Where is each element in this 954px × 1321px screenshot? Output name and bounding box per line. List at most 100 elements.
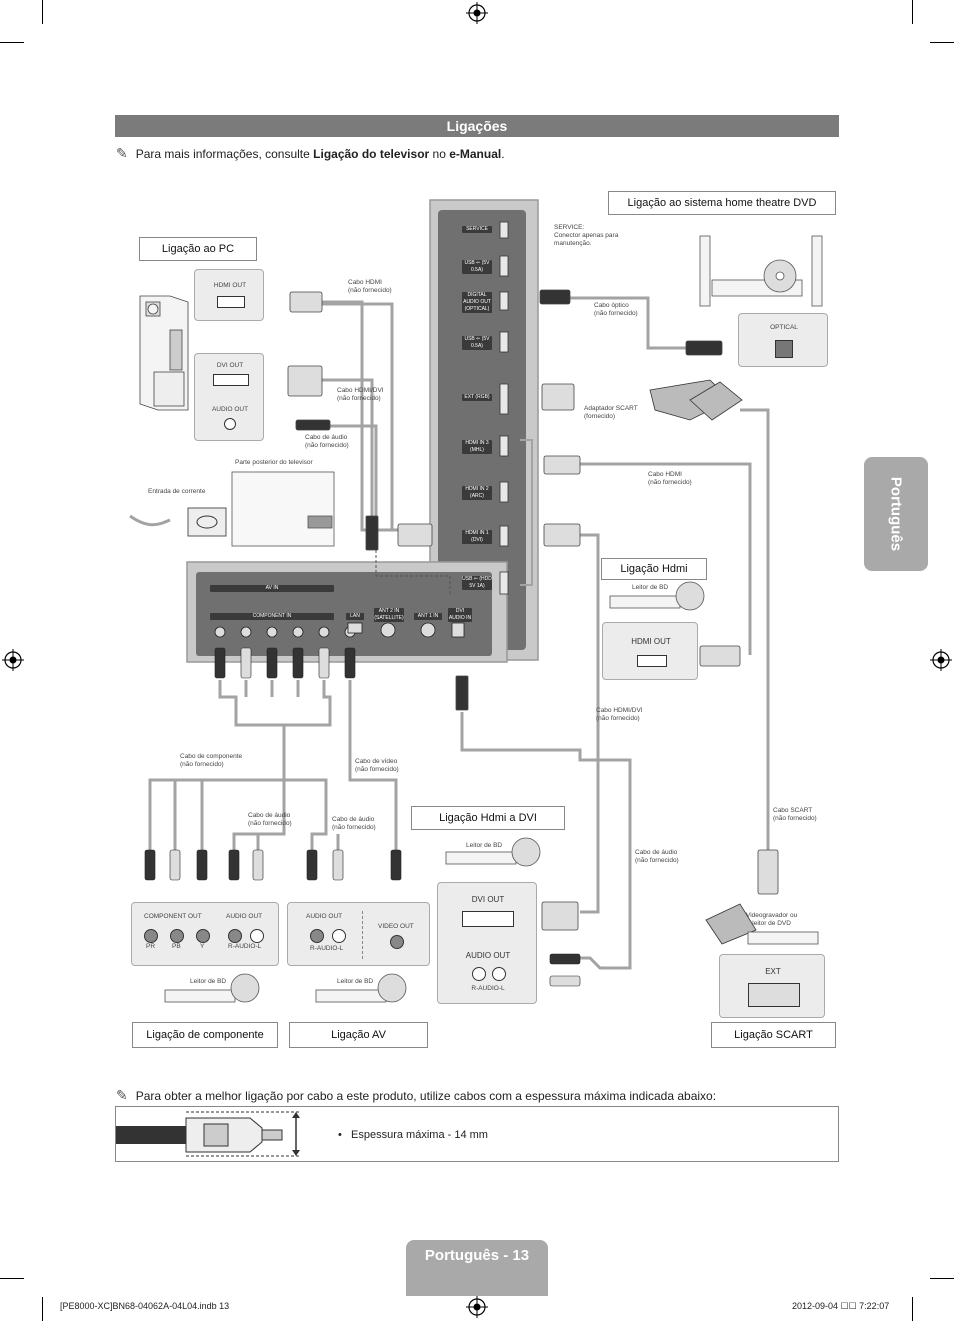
label-av: Ligação AV — [289, 1022, 428, 1048]
annotation-videogravador: Videogravador ou leitor de DVD — [746, 912, 798, 927]
dvi-port-icon — [213, 374, 249, 386]
r-audio-l-label: R-AUDIO-L — [228, 943, 262, 950]
port-ant-2: ANT 2 IN (SATELLITE) — [374, 608, 404, 622]
label-home-theatre: Ligação ao sistema home theatre DVD — [608, 191, 836, 215]
hdmi-port-icon — [217, 296, 245, 308]
optical-box: OPTICAL — [738, 313, 828, 367]
video-out-label: VIDEO OUT — [378, 923, 414, 930]
label-hdmi: Ligação Hdmi — [601, 558, 707, 580]
scart-port-icon — [748, 983, 800, 1007]
label-scart: Ligação SCART — [711, 1022, 836, 1048]
pc-hdmi-out-box: HDMI OUT — [194, 269, 264, 321]
jack-audio-l-icon — [332, 929, 346, 943]
dvi-device-box: DVI OUT AUDIO OUT R-AUDIO-L — [437, 882, 537, 1004]
scart-device-box: EXT — [719, 954, 825, 1018]
optical-label: OPTICAL — [770, 324, 798, 331]
annotation-cabo-hdmi-pc: Cabo HDMI (não fornecido) — [348, 279, 392, 294]
crop-mark — [42, 1297, 43, 1321]
r-audio-l-label: R-AUDIO-L — [471, 985, 505, 992]
page-number-tab: Português - 13 — [406, 1240, 548, 1296]
annotation-cabo-hdmi-dvi: Cabo HDMI/DVI (não fornecido) — [596, 707, 643, 722]
port-usb-3: USB ⇐ (HDD 5V 1A) — [462, 576, 492, 590]
pencil-note-icon: ✎ — [116, 1087, 128, 1103]
label-pc: Ligação ao PC — [139, 237, 257, 261]
port-service: SERVICE — [462, 226, 492, 233]
crop-mark — [0, 42, 24, 43]
audio-out-label: AUDIO OUT — [465, 951, 511, 960]
jack-pr-icon — [144, 929, 158, 943]
language-side-tab-label: Português — [887, 476, 905, 552]
label-component: Ligação de componente — [132, 1022, 278, 1048]
port-hdmi-in-1: HDMI IN 1 (DVI) — [462, 530, 492, 544]
crop-mark — [912, 1297, 913, 1321]
language-side-tab: Português — [864, 457, 928, 571]
audio-jack-icon — [224, 418, 236, 430]
hdmi-out-label: HDMI OUT — [631, 637, 671, 646]
annotation-cabo-optico: Cabo óptico (não fornecido) — [594, 302, 638, 317]
registration-mark-icon — [930, 649, 952, 671]
annotation-leitor-bd-av: Leitor de BD — [337, 978, 374, 985]
r-audio-l-label: R-AUDIO-L — [310, 945, 344, 952]
port-hdmi-in-3: HDMI IN 3 (MHL) — [462, 440, 492, 454]
av-device-box: AUDIO OUT VIDEO OUT R-AUDIO-L — [287, 902, 430, 966]
registration-mark-icon — [2, 649, 24, 671]
pb-label: PB — [172, 943, 181, 950]
audio-jack-icon — [492, 967, 506, 981]
annotation-entrada-corrente: Entrada de corrente — [148, 488, 206, 495]
dvi-port-icon — [462, 911, 514, 927]
divider — [362, 911, 364, 959]
footer-timestamp: 2012-09-04 ☐☐ 7:22:07 — [792, 1301, 890, 1311]
annotation-adaptador-scart: Adaptador SCART (fornecido) — [584, 405, 638, 420]
label-hdmi-dvi: Ligação Hdmi a DVI — [411, 806, 565, 830]
section-title: Ligações — [115, 115, 839, 137]
ext-label: EXT — [765, 967, 781, 976]
optical-port-icon — [775, 340, 793, 358]
annotation-cabo-audio-comp: Cabo de áudio (não fornecido) — [248, 812, 292, 827]
y-label: Y — [200, 943, 205, 950]
jack-audio-l-icon — [250, 929, 264, 943]
jack-audio-r-icon — [310, 929, 324, 943]
jack-audio-r-icon — [228, 929, 242, 943]
component-audio-out-label: AUDIO OUT — [226, 913, 263, 920]
port-usb-2: USB ⇐ (5V 0.5A) — [462, 336, 492, 350]
port-digital-audio-out: DIGITAL AUDIO OUT (OPTICAL) — [462, 292, 492, 313]
pc-hdmi-out-label: HDMI OUT — [213, 282, 247, 289]
port-component-in: COMPONENT IN — [210, 613, 334, 620]
note-link-emanual: e-Manual — [449, 147, 502, 161]
thickness-text: • Espessura máxima - 14 mm — [338, 1129, 488, 1141]
crop-mark — [930, 42, 954, 43]
dvi-out-label: DVI OUT — [471, 895, 505, 904]
annotation-service: SERVICE: Conector apenas para manutenção… — [554, 224, 619, 247]
note-middle: no — [429, 147, 450, 161]
port-dvi-audio-in: DVI AUDIO IN — [448, 608, 472, 622]
note-prefix: Para mais informações, consulte — [135, 147, 314, 161]
footer-file: [PE8000-XC]BN68-04062A-04L04.indb 13 — [60, 1301, 230, 1311]
note-link-ligacao: Ligação do televisor — [313, 147, 430, 161]
port-av-in: AV IN — [210, 585, 334, 592]
pc-dvi-out-label: DVI OUT — [216, 362, 244, 369]
av-audio-out-label: AUDIO OUT — [306, 913, 343, 920]
annotation-parte-posterior: Parte posterior do televisor — [235, 459, 313, 466]
thickness-value: Espessura máxima - 14 mm — [351, 1129, 488, 1141]
note-suffix: . — [501, 147, 505, 161]
port-lan: LAN — [346, 613, 364, 620]
jack-video-icon — [390, 935, 404, 949]
annotation-cabo-hdmi-dvi-pc: Cabo HDMI/DVI (não fornecido) — [337, 387, 384, 402]
thickness-box: • Espessura máxima - 14 mm — [115, 1106, 839, 1162]
registration-mark-icon — [466, 2, 488, 24]
jack-y-icon — [196, 929, 210, 943]
hdmi-device-box: HDMI OUT — [602, 622, 698, 680]
annotation-leitor-bd-hdmi: Leitor de BD — [632, 584, 669, 591]
port-hdmi-in-2: HDMI IN 2 (ARC) — [462, 486, 492, 500]
annotation-cabo-componente: Cabo de componente (não fornecido) — [180, 753, 243, 768]
jack-pb-icon — [170, 929, 184, 943]
registration-mark-icon — [466, 1296, 488, 1318]
annotation-cabo-audio-pc: Cabo de áudio (não fornecido) — [305, 434, 349, 449]
top-note: ✎Para mais informações, consulte Ligação… — [116, 145, 505, 162]
pc-dvi-audio-box: DVI OUT AUDIO OUT — [194, 353, 264, 441]
bottom-note: ✎Para obter a melhor ligação por cabo a … — [116, 1087, 716, 1104]
port-usb-1: USB ⇐ (5V 0.5A) — [462, 260, 492, 274]
crop-mark — [912, 0, 913, 24]
hdmi-port-icon — [637, 655, 667, 667]
